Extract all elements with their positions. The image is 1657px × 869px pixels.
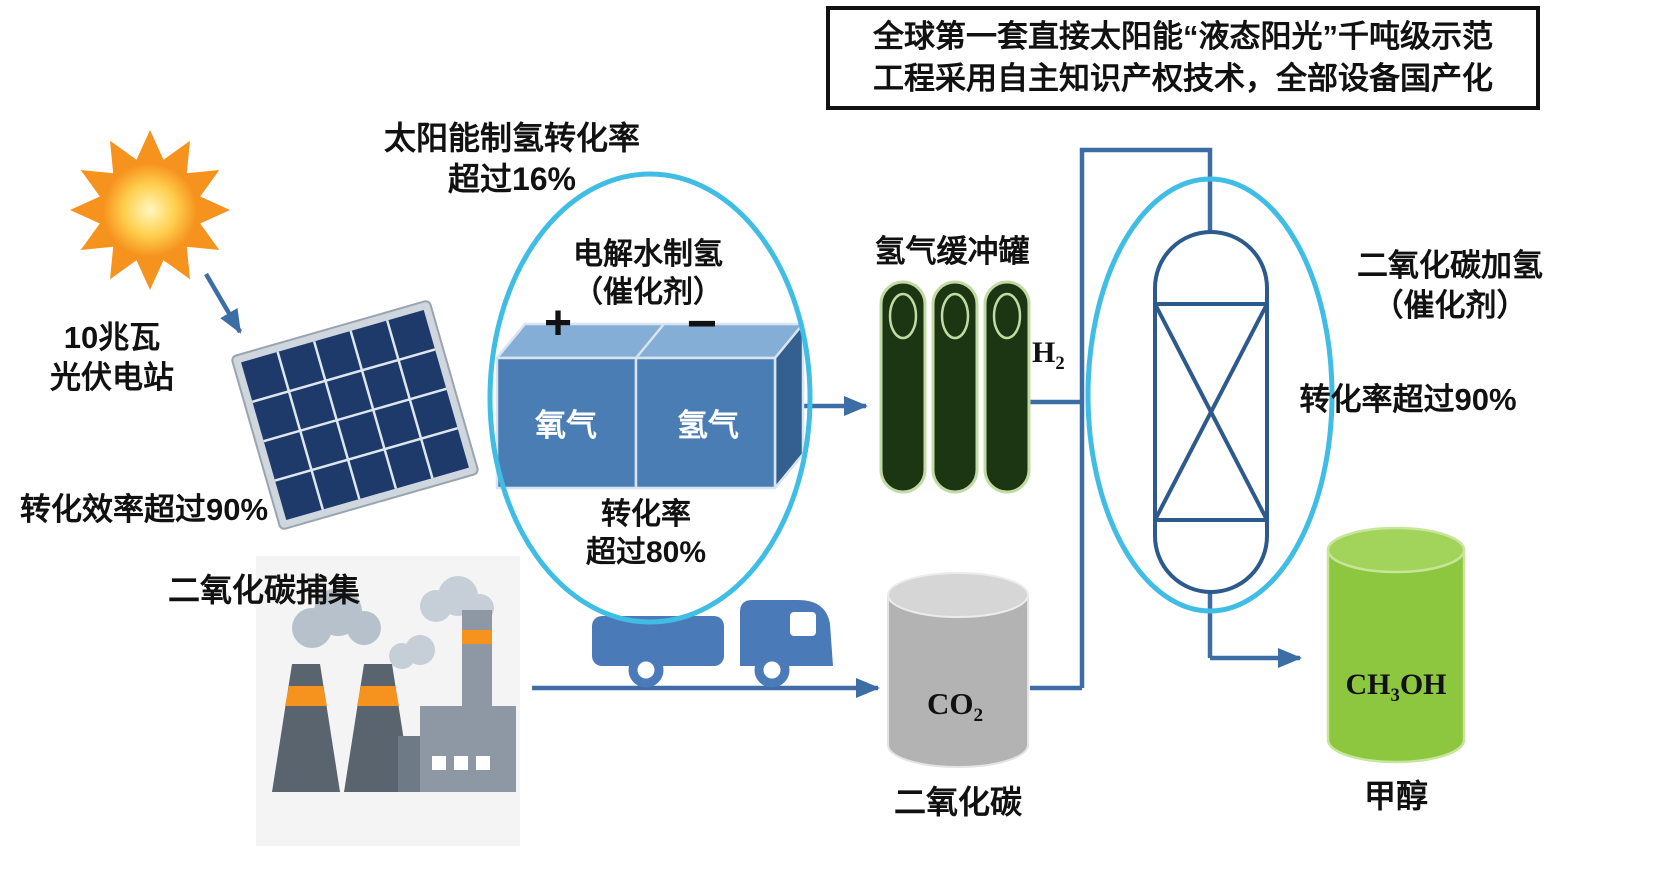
- electrolyzer-icon: [495, 322, 805, 490]
- methanol-name-label: 甲醇: [1363, 778, 1429, 814]
- electrolyzer-plus-sign: +: [543, 297, 573, 350]
- h2-label: H2: [1032, 336, 1065, 374]
- electrolysis-highlight-ellipse: [487, 171, 813, 625]
- truck-icon: [592, 600, 833, 688]
- hydrogen-buffer-tanks-icon: [879, 280, 1031, 494]
- sun-icon: [70, 130, 230, 290]
- reactor-rate-label: 转化率超过90%: [1299, 382, 1517, 417]
- factory-icon: [256, 556, 520, 846]
- title-banner-line1: 全球第一套直接太阳能“液态阳光”千吨级示范: [873, 19, 1493, 54]
- solar-hydrogen-rate-label: 太阳能制氢转化率 超过16%: [383, 120, 641, 197]
- reactor-highlight-ellipse: [1085, 176, 1335, 614]
- smoke-cloud-icon: [292, 588, 381, 648]
- electrolyzer-rate-label: 转化率 超过80%: [585, 498, 707, 570]
- riser-pipe: [1079, 147, 1213, 688]
- reactor-title-label: 二氧化碳加氢 （催化剂）: [1357, 248, 1543, 323]
- hydrogen-cell-label: 氢气: [677, 408, 739, 443]
- co2-capture-label: 二氧化碳捕集: [167, 572, 361, 608]
- pv-station-label: 10兆瓦 光伏电站: [50, 320, 174, 395]
- flow-pipes: [204, 147, 1302, 698]
- co2-tank-icon: [887, 572, 1029, 768]
- buffer-tank-title: 氢气缓冲罐: [874, 234, 1030, 269]
- methanol-formula-label: CH3OH: [1345, 668, 1447, 706]
- sun-to-panel-arrow: [204, 272, 242, 334]
- reactor-icon: [1153, 230, 1269, 594]
- co2-formula-label: CO2: [926, 686, 984, 727]
- electrolyzer-minus-sign: −: [686, 295, 718, 353]
- pv-efficiency-label: 转化效率超过90%: [19, 492, 269, 527]
- electrolysis-header-label: 电解水制氢 （催化剂）: [573, 238, 723, 310]
- co2-name-label: 二氧化碳: [893, 784, 1023, 820]
- methanol-tank-icon: [1326, 526, 1466, 764]
- solar-panel-icon: [231, 300, 479, 530]
- title-banner-line2: 工程采用自主知识产权技术，全部设备国产化: [873, 61, 1493, 97]
- oxygen-cell-label: 氧气: [535, 408, 597, 443]
- title-banner: 全球第一套直接太阳能“液态阳光”千吨级示范 工程采用自主知识产权技术，全部设备国…: [826, 6, 1540, 111]
